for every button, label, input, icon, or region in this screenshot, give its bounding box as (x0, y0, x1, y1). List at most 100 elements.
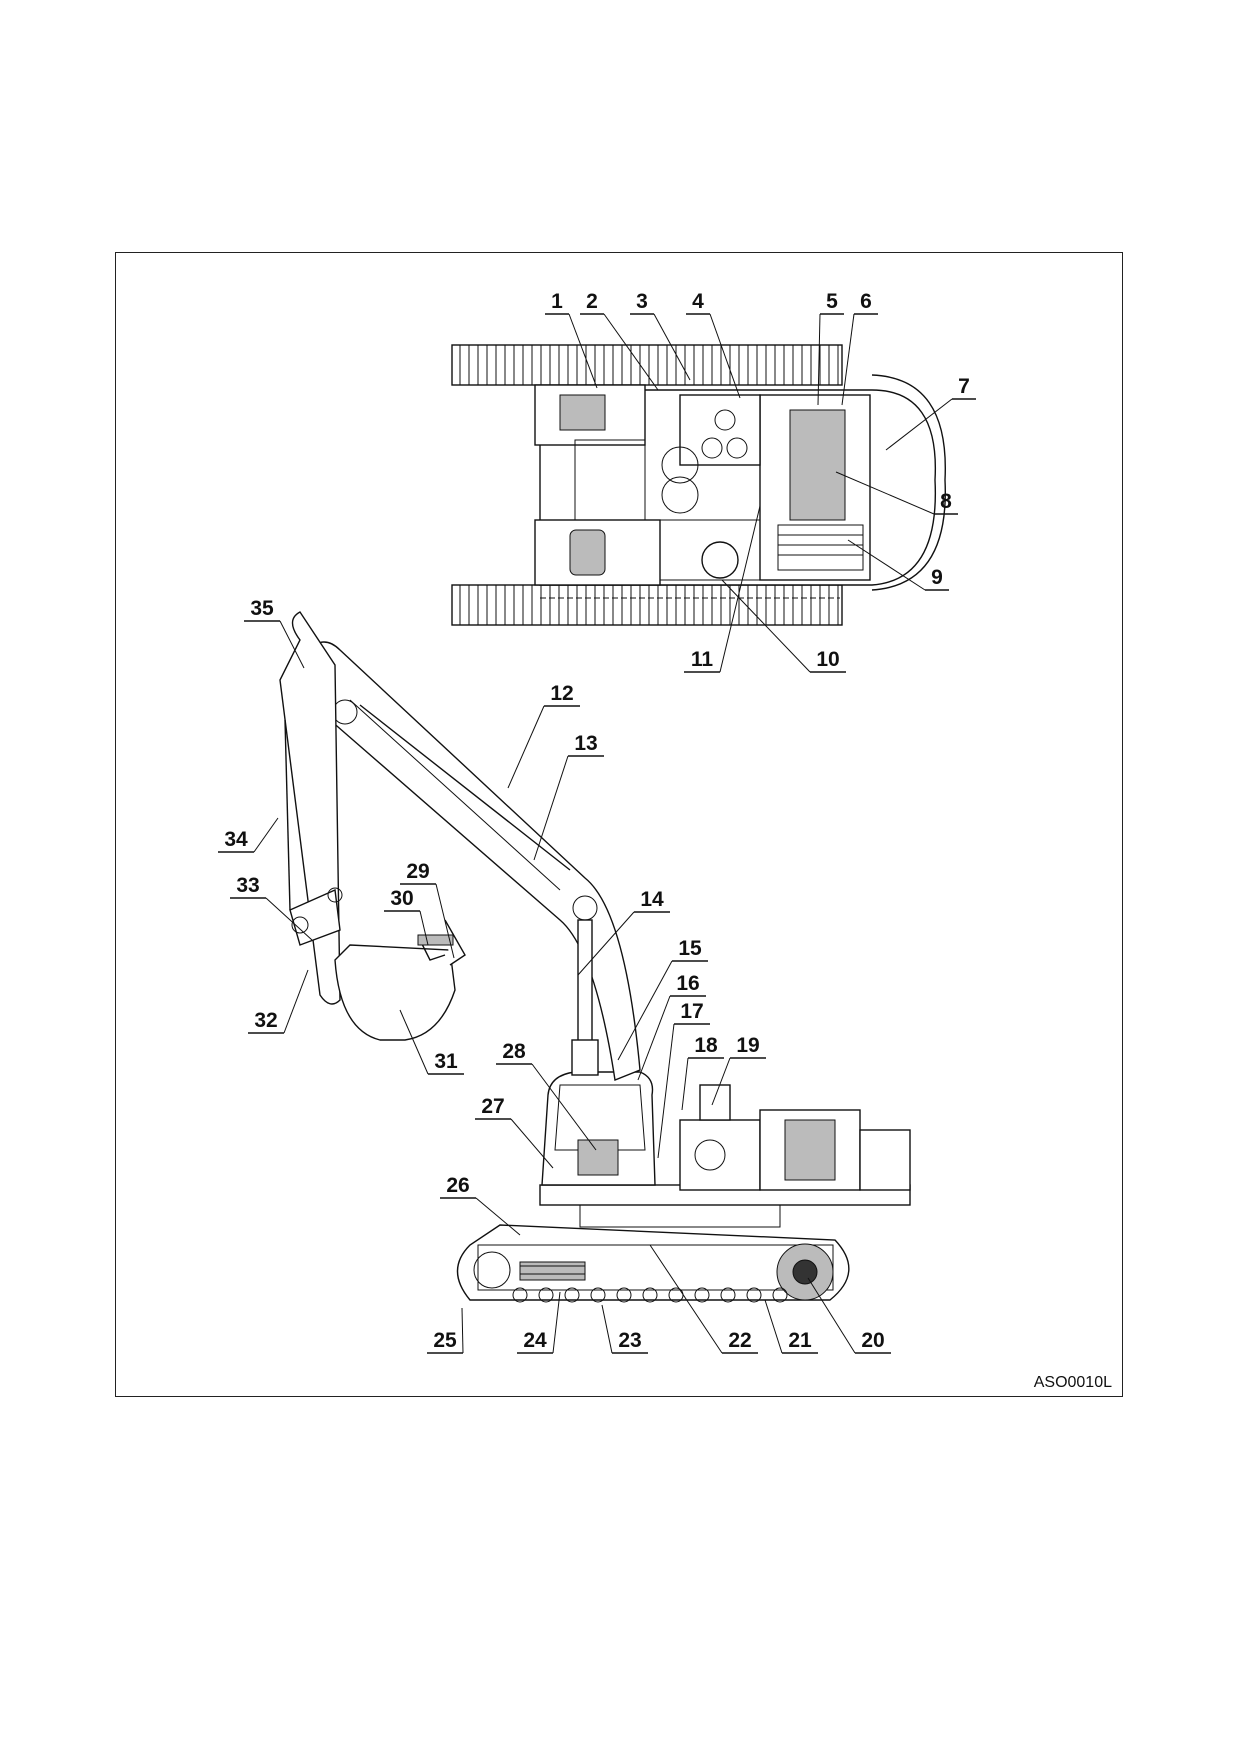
callout-20: 20 (807, 1277, 891, 1354)
callout-label: 24 (523, 1329, 547, 1352)
callout-label: 34 (224, 828, 248, 851)
leader-line (283, 969, 309, 1034)
callout-label: 29 (406, 860, 429, 883)
leader-line (603, 313, 659, 391)
recoil-spring (519, 1261, 586, 1281)
leader-line (475, 1197, 521, 1236)
callout-32: 32 (248, 969, 309, 1034)
callout-label: 9 (931, 566, 943, 589)
leader-line (531, 1063, 597, 1151)
leader-line (601, 1304, 613, 1354)
leader-line (681, 1057, 689, 1111)
callout-label: 20 (861, 1329, 884, 1352)
leader-line (649, 1244, 723, 1354)
callout-5: 5 (817, 290, 844, 406)
callout-13: 13 (533, 732, 604, 861)
figure-frame: ASO0010L (115, 252, 1123, 1397)
leader-line (719, 505, 761, 673)
boom-cylinder (577, 919, 593, 1061)
leader-line (817, 313, 821, 406)
callout-label: 33 (236, 874, 259, 897)
callout-35: 35 (244, 597, 305, 669)
callout-22: 22 (649, 1244, 758, 1354)
callout-30: 30 (384, 887, 429, 946)
top-track-upper (451, 344, 843, 386)
leader-line (419, 910, 429, 946)
callout-label: 28 (502, 1040, 526, 1063)
callout-label: 15 (678, 937, 702, 960)
callout-3: 3 (630, 290, 691, 381)
leader-line (721, 579, 811, 673)
callout-7: 7 (885, 375, 976, 451)
callout-label: 10 (816, 648, 839, 671)
bucket (334, 944, 456, 1041)
callout-31: 31 (399, 1009, 464, 1075)
callout-1: 1 (545, 290, 598, 389)
leader-line (764, 1299, 783, 1354)
bucket-teeth (444, 919, 466, 966)
leader-line (711, 1057, 731, 1106)
callout-label: 11 (691, 648, 714, 671)
callout-19: 19 (711, 1034, 766, 1106)
callout-11: 11 (684, 505, 761, 673)
callout-label: 35 (250, 597, 274, 620)
arm-cylinder (359, 704, 571, 871)
leader-line (461, 1307, 464, 1354)
callout-28: 28 (496, 1040, 597, 1151)
callout-label: 6 (860, 290, 872, 313)
callout-label: 1 (551, 290, 563, 313)
callout-24: 24 (517, 1291, 561, 1354)
callout-label: 12 (550, 682, 573, 705)
leader-line (507, 705, 545, 789)
callout-34: 34 (218, 817, 279, 853)
leader-line (657, 1023, 675, 1159)
callout-29: 29 (400, 860, 455, 959)
callout-21: 21 (764, 1299, 818, 1354)
callout-label: 8 (940, 490, 952, 513)
callout-label: 5 (826, 290, 838, 313)
arm (279, 611, 341, 1005)
callout-label: 18 (694, 1034, 718, 1057)
leader-line (637, 995, 671, 1081)
leader-line (253, 817, 279, 853)
callout-label: 14 (640, 888, 664, 911)
leader-line (847, 539, 926, 591)
leader-line (617, 960, 673, 1061)
callout-9: 9 (847, 539, 949, 591)
callout-16: 16 (637, 972, 706, 1081)
leader-line (552, 1291, 561, 1354)
figure-code: ASO0010L (1033, 1374, 1112, 1391)
leader-line (841, 313, 855, 406)
leader-line (510, 1118, 554, 1169)
callout-4: 4 (686, 290, 741, 399)
callout-14: 14 (577, 888, 670, 976)
callout-8: 8 (835, 471, 958, 515)
idler (473, 1251, 511, 1289)
callout-2: 2 (580, 290, 659, 391)
callout-label: 23 (618, 1329, 641, 1352)
leader-line (279, 620, 305, 669)
callout-18: 18 (681, 1034, 724, 1111)
hydraulic-tank (679, 1119, 761, 1191)
callout-12: 12 (507, 682, 580, 789)
callout-label: 31 (434, 1050, 458, 1073)
callout-label: 17 (680, 1000, 703, 1023)
leader-line (653, 313, 691, 381)
leader-line (265, 897, 313, 941)
callout-10: 10 (721, 579, 846, 673)
leader-line (399, 1009, 429, 1075)
callout-label: 27 (481, 1095, 504, 1118)
callout-label: 32 (254, 1009, 277, 1032)
callout-25: 25 (427, 1307, 464, 1354)
cab-side (541, 1071, 656, 1186)
callout-label: 22 (728, 1329, 751, 1352)
callout-label: 19 (736, 1034, 759, 1057)
bucket-cylinder (284, 719, 291, 911)
counterweight (859, 1129, 911, 1191)
callout-label: 2 (586, 290, 598, 313)
callout-label: 30 (390, 887, 413, 910)
leader-line (435, 883, 455, 959)
leader-line (835, 471, 935, 515)
